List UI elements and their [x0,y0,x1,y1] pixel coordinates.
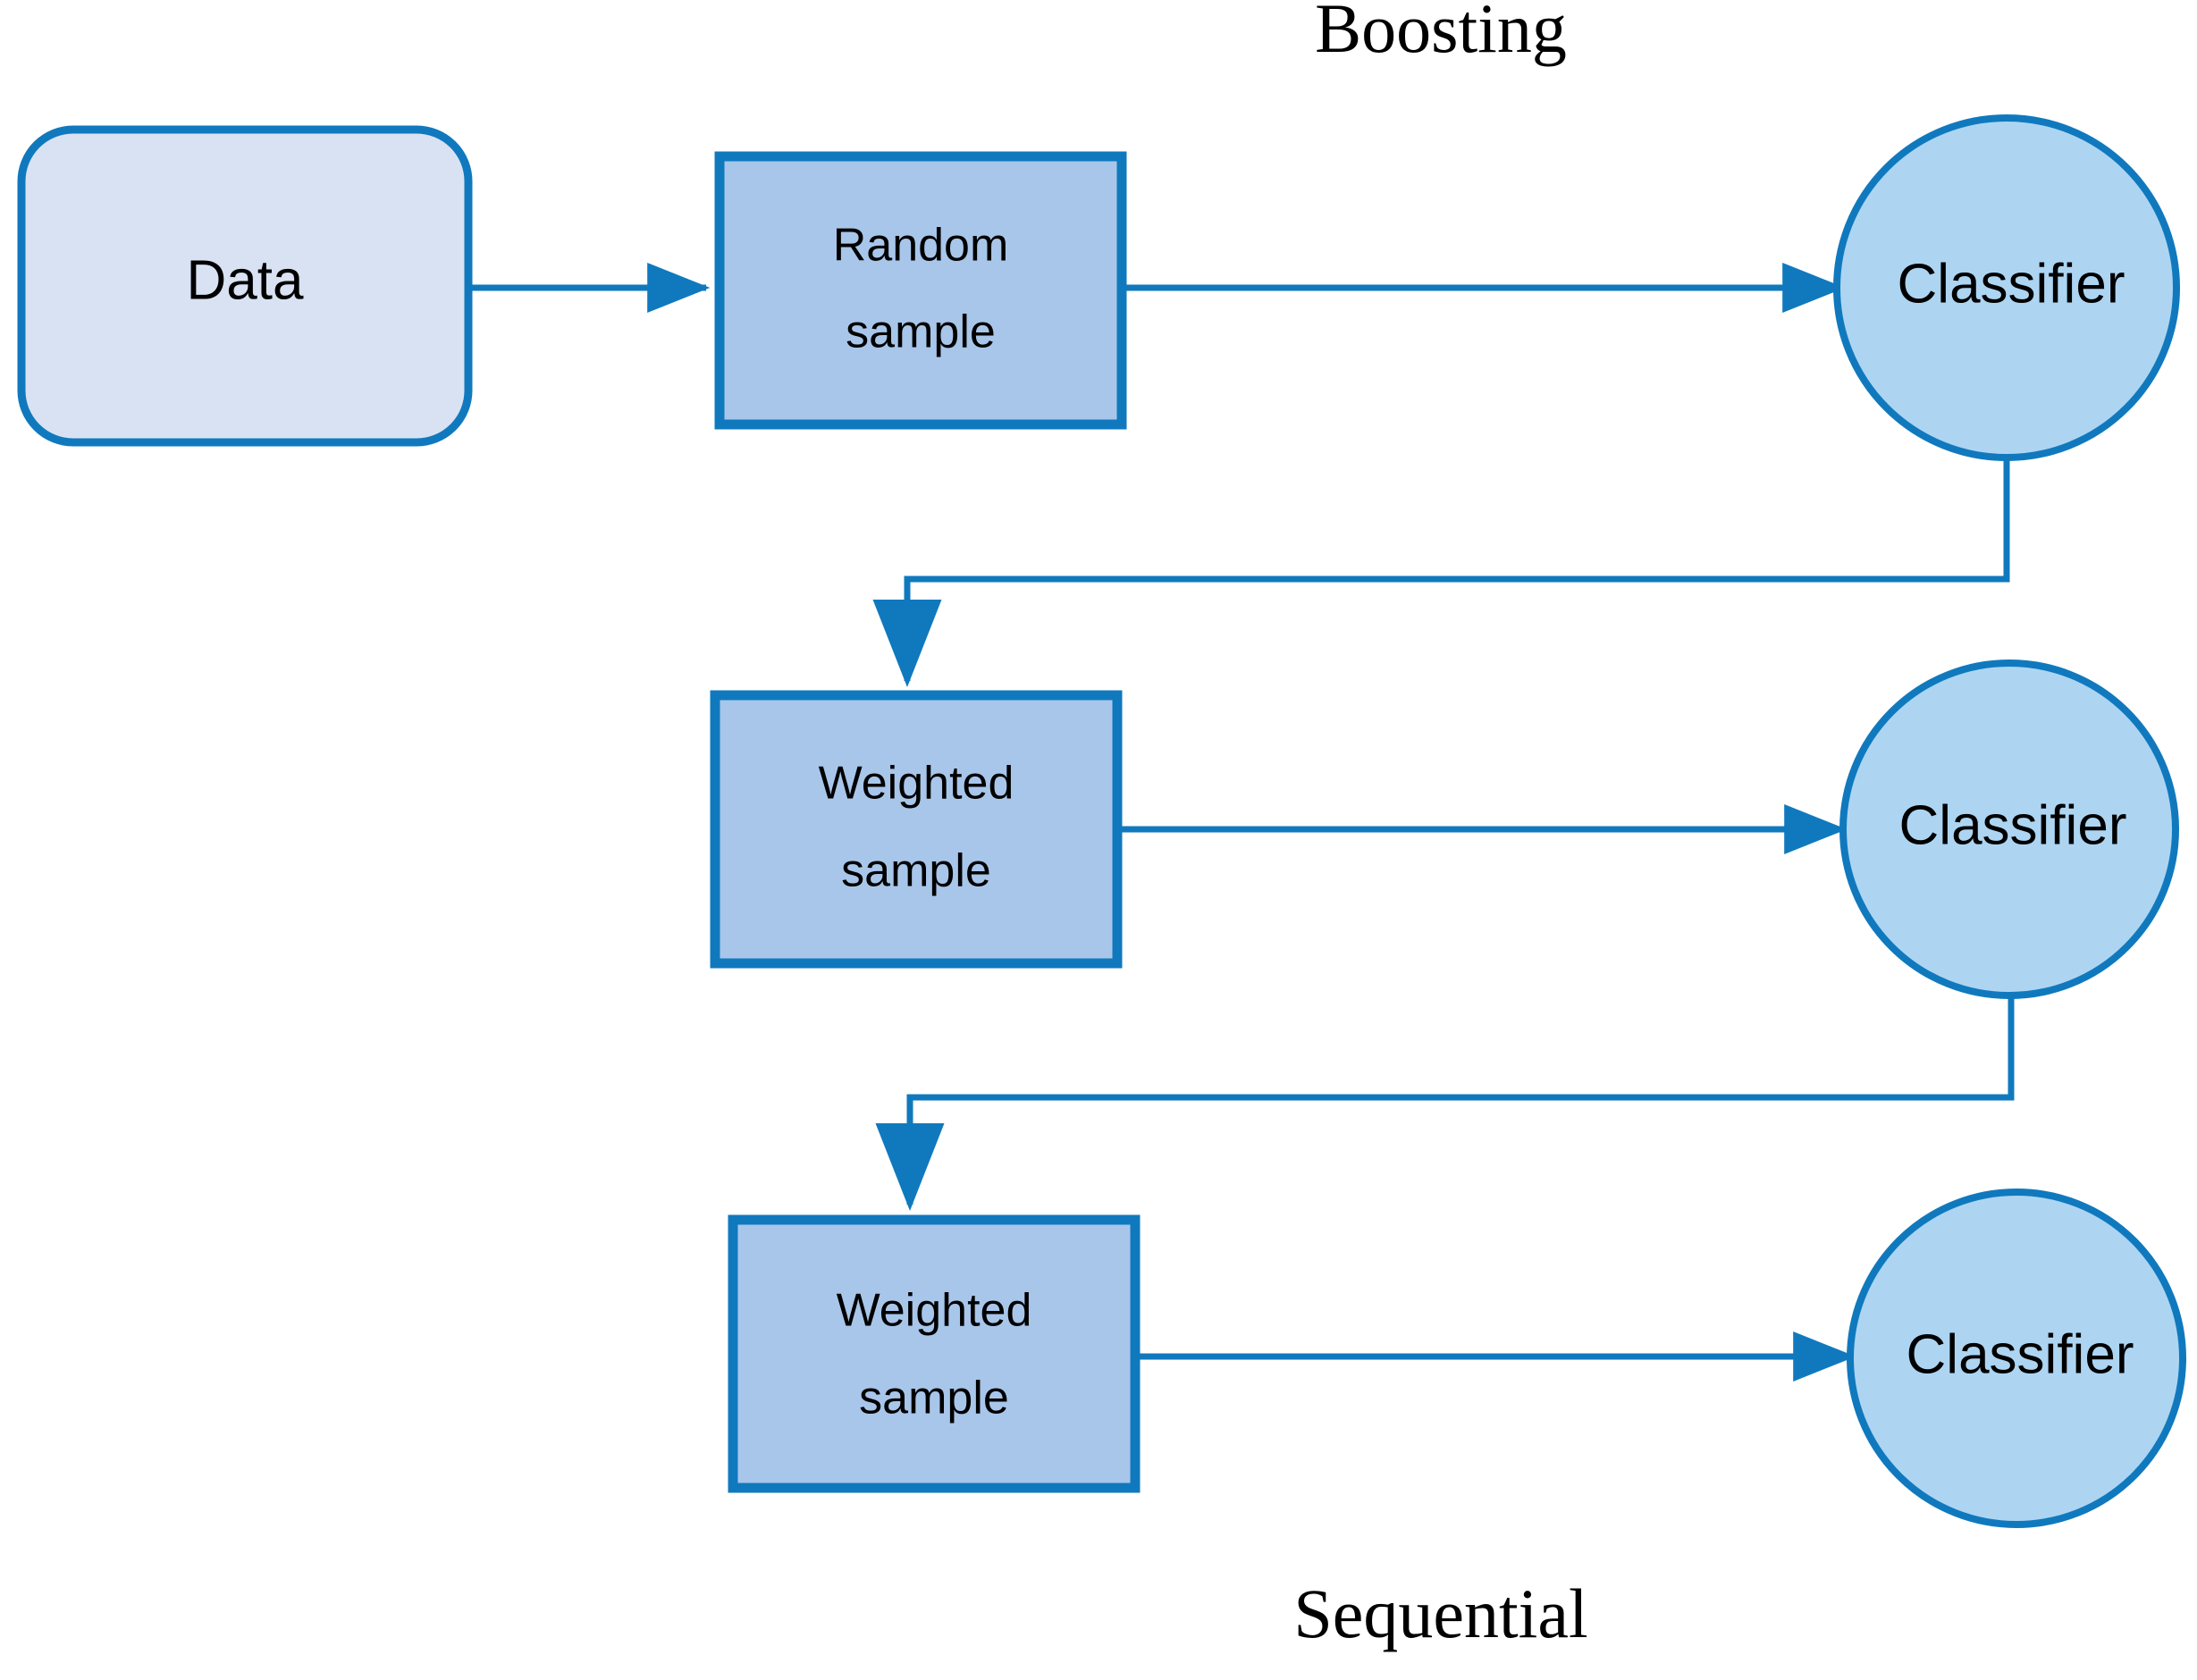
node-weighted-sample-2[interactable]: Weighted sample [728,1214,1141,1493]
node-random-sample[interactable]: Random sample [714,151,1127,430]
classifier-2-label: Classifier [1899,794,2127,856]
random-sample-label-line1: Random [833,220,1009,272]
node-weighted-sample-1[interactable]: Weighted sample [710,690,1123,969]
weighted-sample-1-box-shape [710,690,1123,969]
weighted-sample-2-label-line1: Weighted [837,1285,1032,1337]
weighted-sample-2-label-line2: sample [859,1373,1009,1424]
edge-classifier-1-to-weighted-sample-1 [872,458,2010,687]
figure-title-bottom: Sequential [1293,1575,1587,1652]
figure-title-top: Boosting [1315,0,1567,67]
weighted-sample-1-label-line2: sample [841,845,991,897]
classifier-2-circle-shape [1839,659,2179,999]
weighted-sample-2-box-shape [728,1214,1141,1493]
node-data[interactable]: Data [17,125,473,447]
weighted-sample-1-label-line1: Weighted [819,758,1014,810]
node-classifier-1[interactable]: Classifier [1833,114,2180,461]
data-box-label: Data [187,249,304,311]
random-sample-label-line2: sample [846,307,996,358]
node-classifier-3[interactable]: Classifier [1847,1189,2186,1528]
classifier-1-label: Classifier [1898,253,2125,315]
classifier-3-circle-shape [1847,1189,2186,1528]
data-box-shape [17,125,473,447]
classifier-1-circle-shape [1833,114,2180,461]
edge-classifier-2-to-weighted-sample-2 [875,987,2015,1211]
node-classifier-2[interactable]: Classifier [1839,659,2179,999]
random-sample-box-shape [714,151,1127,430]
classifier-3-label: Classifier [1907,1323,2134,1385]
